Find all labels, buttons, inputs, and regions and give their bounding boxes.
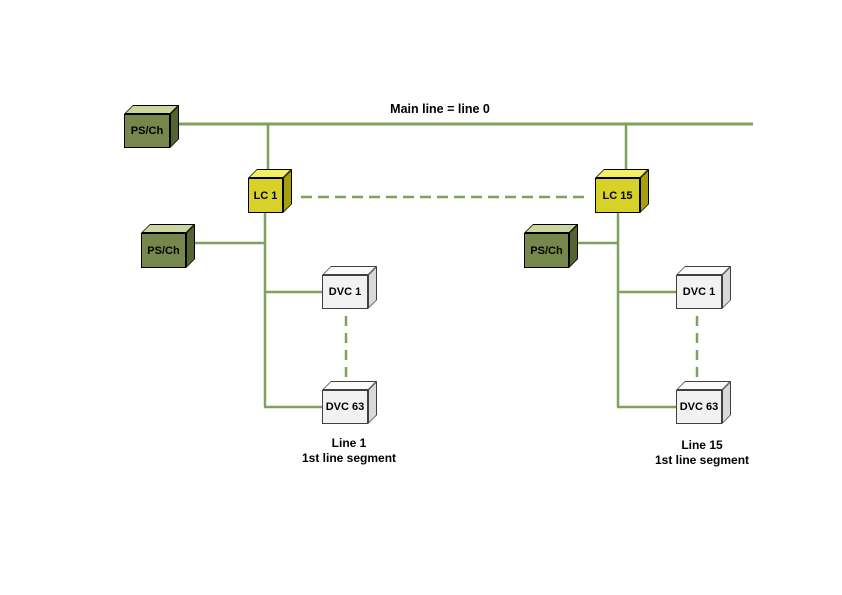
box-front-face: DVC 63 bbox=[676, 390, 722, 424]
line1-subtitle: 1st line segment bbox=[301, 451, 397, 465]
box-front-face: DVC 1 bbox=[322, 275, 368, 309]
dvc1-line1-label: DVC 1 bbox=[328, 286, 362, 298]
lc15-label: LC 15 bbox=[602, 189, 633, 202]
line15-subtitle: 1st line segment bbox=[654, 453, 750, 467]
line15-label: Line 15 1st line segment bbox=[622, 438, 782, 468]
line15-title: Line 15 bbox=[681, 438, 723, 452]
ps-ch-line1-label: PS/Ch bbox=[147, 244, 180, 257]
ps-ch-line15-label: PS/Ch bbox=[530, 244, 563, 257]
box-front-face: LC 15 bbox=[595, 178, 640, 213]
line1-title: Line 1 bbox=[331, 436, 367, 450]
main-line-label: Main line = line 0 bbox=[390, 102, 490, 116]
dvc1-line15-label: DVC 1 bbox=[682, 286, 716, 298]
line1-label: Line 1 1st line segment bbox=[269, 436, 429, 466]
box-front-face: PS/Ch bbox=[524, 233, 569, 268]
lc1-label: LC 1 bbox=[253, 189, 278, 202]
dvc63-line1-label: DVC 63 bbox=[325, 401, 365, 413]
ps-ch-main-label: PS/Ch bbox=[130, 125, 164, 137]
box-front-face: PS/Ch bbox=[124, 114, 170, 148]
box-front-face: LC 1 bbox=[248, 178, 283, 213]
dvc63-line15-label: DVC 63 bbox=[679, 401, 719, 413]
box-front-face: PS/Ch bbox=[141, 233, 186, 268]
box-front-face: DVC 63 bbox=[322, 390, 368, 424]
box-front-face: DVC 1 bbox=[676, 275, 722, 309]
